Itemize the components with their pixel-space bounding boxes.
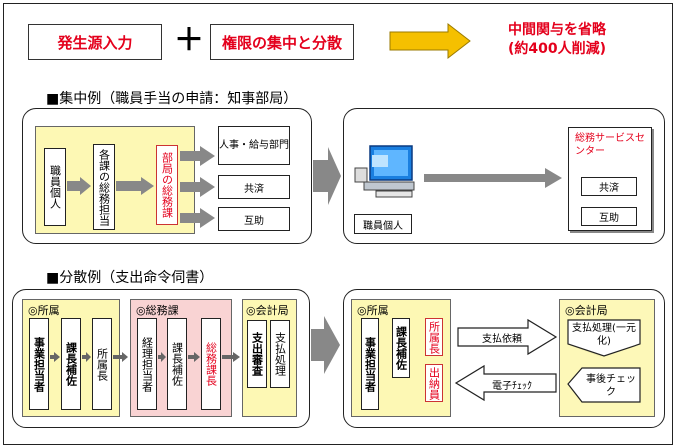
s2r-group1-title: ◎所属 [357, 304, 389, 317]
welfare-label: 互助 [244, 215, 264, 227]
s2l-payment: 支払処理 [270, 320, 290, 388]
hr-payroll-box: 人事・給与部門 [218, 126, 290, 165]
service-center-title: 総務サービスセンター [575, 133, 645, 157]
echeck-arrow [454, 364, 557, 402]
payment-request-arrow [457, 318, 558, 356]
check-box-shape-front [567, 367, 641, 403]
payment-box-shape-front [567, 319, 641, 357]
s2r-group2-title: ◎会計局 [565, 304, 608, 317]
s2r-dept-head: 所属長 [425, 318, 443, 356]
center-mutual-aid-box: 共済 [581, 177, 637, 196]
payment-label: 支払処理(一元化) [572, 323, 636, 347]
section1-heading: ■集中例（職員手当の申請：知事部局） [46, 91, 298, 107]
section2-heading: ■分散例（支出命令伺書） [46, 270, 214, 286]
plus-sign: ＋ [174, 23, 204, 58]
hr-payroll-label: 人事・給与部門 [219, 140, 289, 151]
s1-big-arrow [313, 147, 341, 205]
s2l-dept-head: 所属長 [92, 318, 112, 410]
center-welfare-box: 互助 [581, 207, 637, 226]
s2-arrow-3 [113, 352, 128, 362]
result-arrow [389, 22, 471, 60]
s1-arrow-staff [116, 177, 154, 195]
center-welfare-label: 互助 [599, 213, 619, 224]
s2-arrow-4 [158, 352, 166, 362]
s2l-deputy: 課長補佐 [61, 318, 81, 410]
s1-arrow-welfare [180, 208, 215, 228]
s2l-group3-title: ◎会計局 [246, 304, 289, 317]
result-line-2: (約400人削減) [507, 41, 607, 57]
welfare-box: 互助 [218, 207, 290, 231]
s2l-expense-review: 支出審査 [247, 320, 267, 388]
s2r-deputy: 課長補佐 [392, 318, 410, 378]
person-box: 職員個人 [44, 148, 66, 226]
general-affairs-box: 部局の総務課 [156, 145, 178, 225]
center-mutual-aid-label: 共済 [599, 183, 619, 194]
s2-arrow-6 [222, 352, 240, 362]
s2-arrow-5 [188, 352, 200, 362]
s2l-ga-chief: 総務課長 [201, 318, 221, 410]
mutual-aid-box: 共済 [218, 175, 290, 199]
s2l-group1-title: ◎所属 [28, 304, 60, 317]
s2-big-arrow [311, 316, 340, 374]
post-check-label: 事後チェック [586, 374, 636, 398]
s2r-cashier: 出納員 [425, 364, 443, 402]
pc-person-label: 職員個人 [363, 220, 403, 232]
payment-request-label: 支払依頼 [482, 334, 522, 345]
result-line-1: 中間関与を省略 [508, 22, 606, 38]
s1-arrow-hr [180, 146, 215, 166]
input-box: 発生源入力 [28, 24, 162, 60]
echeck-label: 電子ﾁｪｯｸ [492, 381, 532, 392]
input-box-label: 発生源入力 [57, 33, 133, 52]
s1-arrow-mutual [180, 177, 215, 197]
s1-long-arrow [424, 168, 562, 188]
s2l-group2-title: ◎総務課 [136, 304, 179, 317]
authority-box: 権限の集中と分散 [210, 24, 354, 60]
result-text: 中間関与を省略 (約400人削減) [482, 21, 632, 59]
s2-arrow-2 [82, 352, 91, 362]
s2-arrow-1 [50, 352, 60, 362]
s1-arrow-person [67, 177, 91, 195]
s2l-project-staff: 事業担当者 [29, 318, 49, 410]
mutual-aid-label: 共済 [244, 183, 264, 195]
s2l-accounting-staff: 経理担当者 [137, 318, 157, 410]
service-center-box: 総務サービスセンター 共済 互助 [568, 127, 652, 231]
authority-box-label: 権限の集中と分散 [221, 33, 342, 52]
pc-person-box: 職員個人 [354, 214, 412, 234]
section-staff-box: 各課の総務担当 [93, 144, 115, 230]
s2l-deputy2: 課長補佐 [167, 318, 187, 410]
s2r-project-staff: 事業担当者 [361, 318, 379, 410]
